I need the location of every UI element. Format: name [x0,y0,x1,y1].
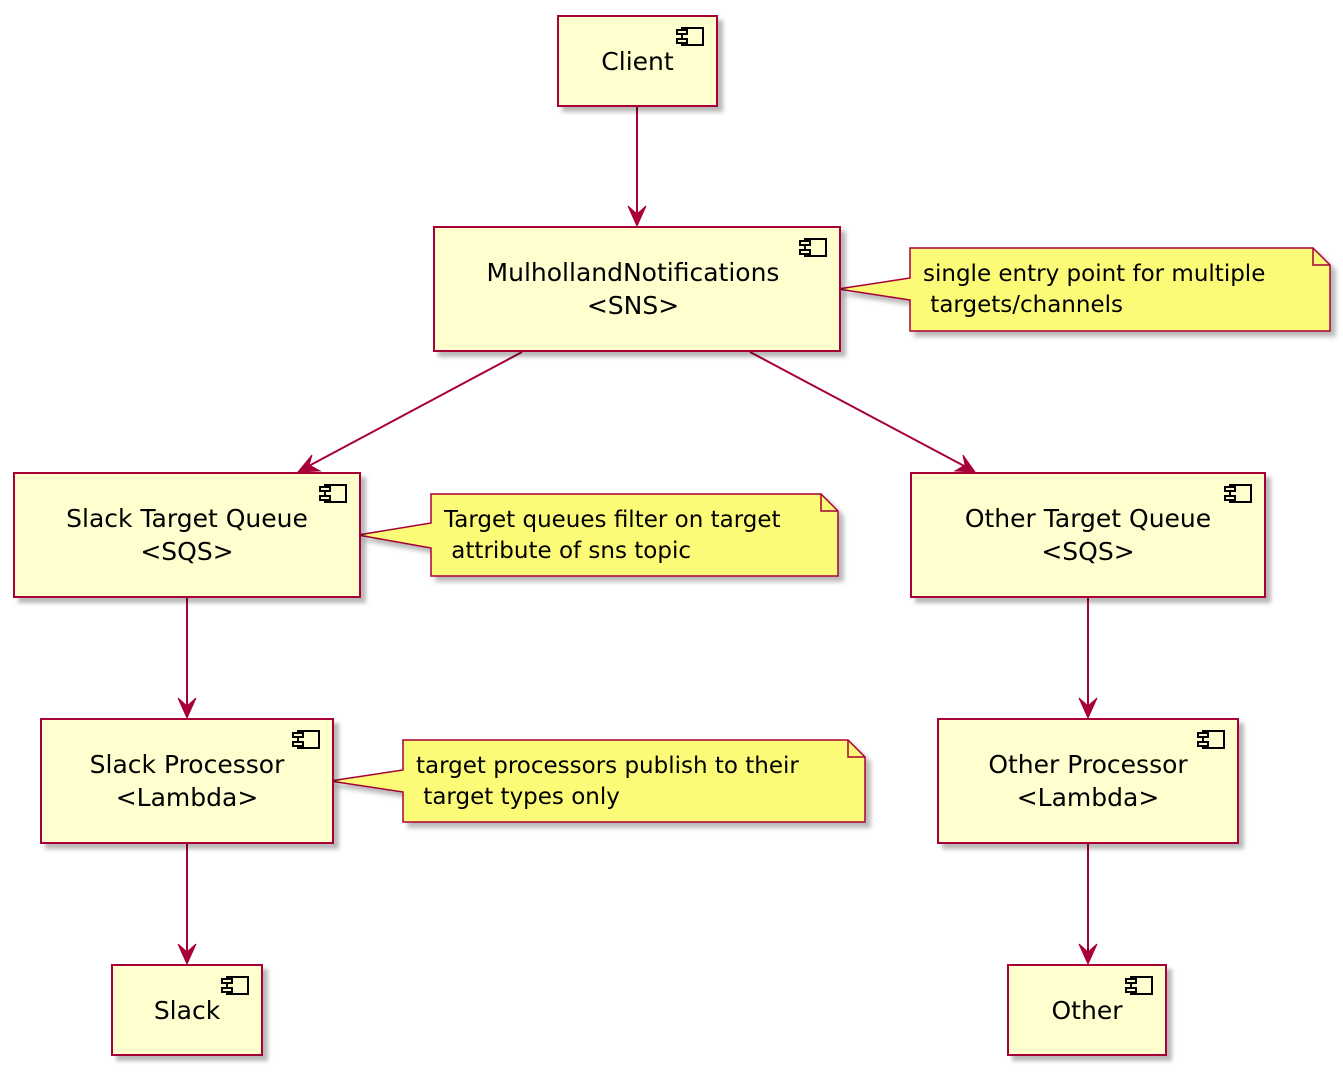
component-icon [292,730,322,752]
component-label: Slack Processor [89,750,285,779]
sns-note-text: single entry point for multiple targets/… [923,261,1266,318]
component-label: Other Target Queue [964,504,1212,533]
processor-note-shape [329,739,866,823]
component-stereotype: <Lambda> [1016,783,1160,812]
client-component[interactable]: Client [557,15,718,107]
other-processor-component[interactable]: Other Processor <Lambda> [937,718,1239,844]
component-stereotype: <SQS> [1041,537,1135,566]
other-target-queue-component[interactable]: Other Target Queue <SQS> [910,472,1266,598]
queue-note-shape [357,493,839,577]
component-icon [676,27,706,49]
component-label: Client [601,46,674,76]
component-label: MulhollandNotifications [486,258,780,287]
component-stereotype: <SQS> [140,537,234,566]
sns-component[interactable]: MulhollandNotifications <SNS> [433,226,841,352]
processor-note-text: target processors publish to their targe… [416,753,799,810]
arrowhead-other-processor [1078,697,1098,720]
slack-processor-component[interactable]: Slack Processor <Lambda> [40,718,334,844]
component-label: Other [1051,995,1123,1025]
arrow-sns-to-slack-queue [304,351,523,469]
arrow-sns-to-other-queue [749,351,969,469]
arrowhead-other [1078,943,1098,966]
slack-component[interactable]: Slack [111,964,263,1056]
arrowhead-other-queue [953,454,977,473]
component-icon [221,976,251,998]
component-icon [1224,484,1254,506]
component-icon [1197,730,1227,752]
component-icon [1125,976,1155,998]
slack-target-queue-component[interactable]: Slack Target Queue <SQS> [13,472,361,598]
other-component[interactable]: Other [1007,964,1167,1056]
arrowhead-sns [627,205,647,228]
component-label: Other Processor [988,750,1188,779]
component-icon [799,238,829,260]
arrowhead-slack-queue [296,454,322,473]
arrowhead-slack-processor [177,697,197,720]
component-label: Slack Target Queue [66,504,308,533]
queue-note-text: Target queues filter on target attribute… [444,507,781,564]
sns-note-shape [837,247,1331,332]
component-stereotype: <SNS> [586,291,680,320]
component-label: Slack [153,995,221,1025]
component-icon [319,484,349,506]
arrowhead-slack [177,943,197,966]
component-stereotype: <Lambda> [115,783,259,812]
